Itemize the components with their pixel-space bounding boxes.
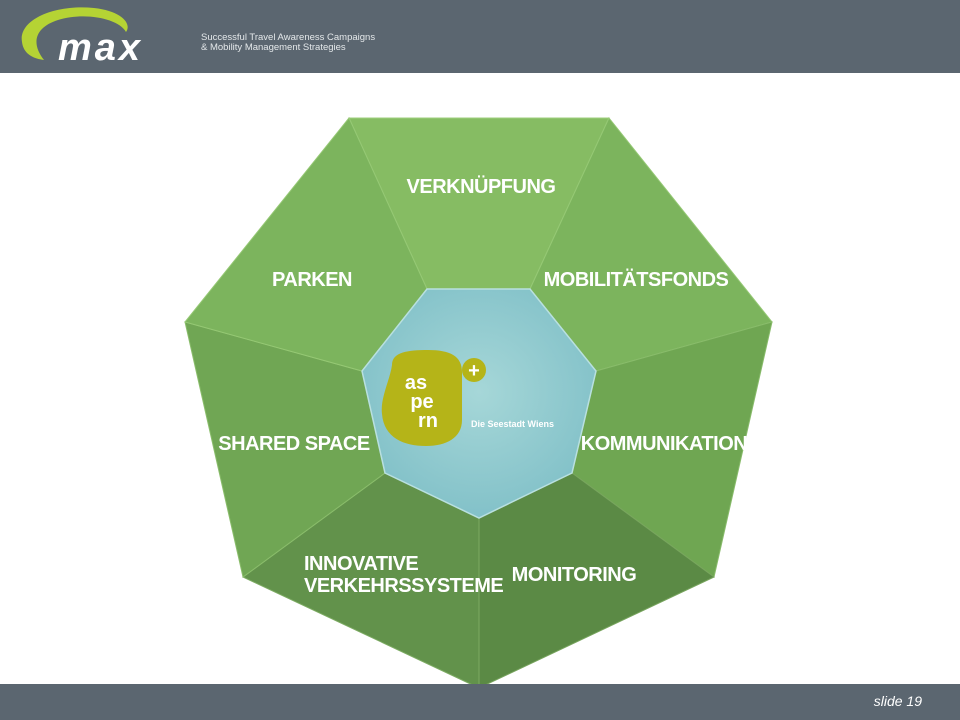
label-verknuepfung: VERKNÜPFUNG	[407, 175, 556, 198]
aspern-plus-circle	[462, 358, 486, 382]
tagline-line-2: & Mobility Management Strategies	[201, 42, 346, 53]
label-innovative-line-2: VERKEHRSSYSTEME	[304, 575, 503, 597]
logo-text: max	[58, 27, 143, 69]
aspern-logo: + as pe rn Die Seestadt Wiens	[381, 350, 554, 446]
max-logo: max	[21, 7, 143, 69]
tagline: Successful Travel Awareness Campaigns & …	[201, 33, 375, 53]
label-mobilitaetsfonds: MOBILITÄTSFONDS	[544, 268, 729, 291]
aspern-text-line-2: pe	[410, 391, 433, 413]
aspern-text-line-3: rn	[418, 410, 438, 432]
label-kommunikation: KOMMUNIKATION	[581, 433, 747, 455]
center-heptagon	[361, 288, 597, 519]
footer-bar: slide 19	[0, 684, 960, 720]
logo-swoosh	[21, 7, 128, 60]
label-monitoring: MONITORING	[512, 564, 637, 586]
header-bar: max Successful Travel Awareness Campaign…	[0, 0, 960, 73]
label-shared-space: SHARED SPACE	[218, 433, 370, 455]
label-innovative-line-1: INNOVATIVE	[304, 553, 418, 575]
slide-number: slide 19	[873, 693, 922, 709]
tagline-line-1: Successful Travel Awareness Campaigns	[201, 32, 376, 43]
label-parken: PARKEN	[272, 269, 352, 291]
aspern-plus-icon: +	[468, 360, 480, 382]
aspern-logo-blob	[381, 350, 462, 446]
aspern-text-line-1: as	[405, 372, 427, 394]
aspern-claim: Die Seestadt Wiens	[471, 419, 554, 429]
